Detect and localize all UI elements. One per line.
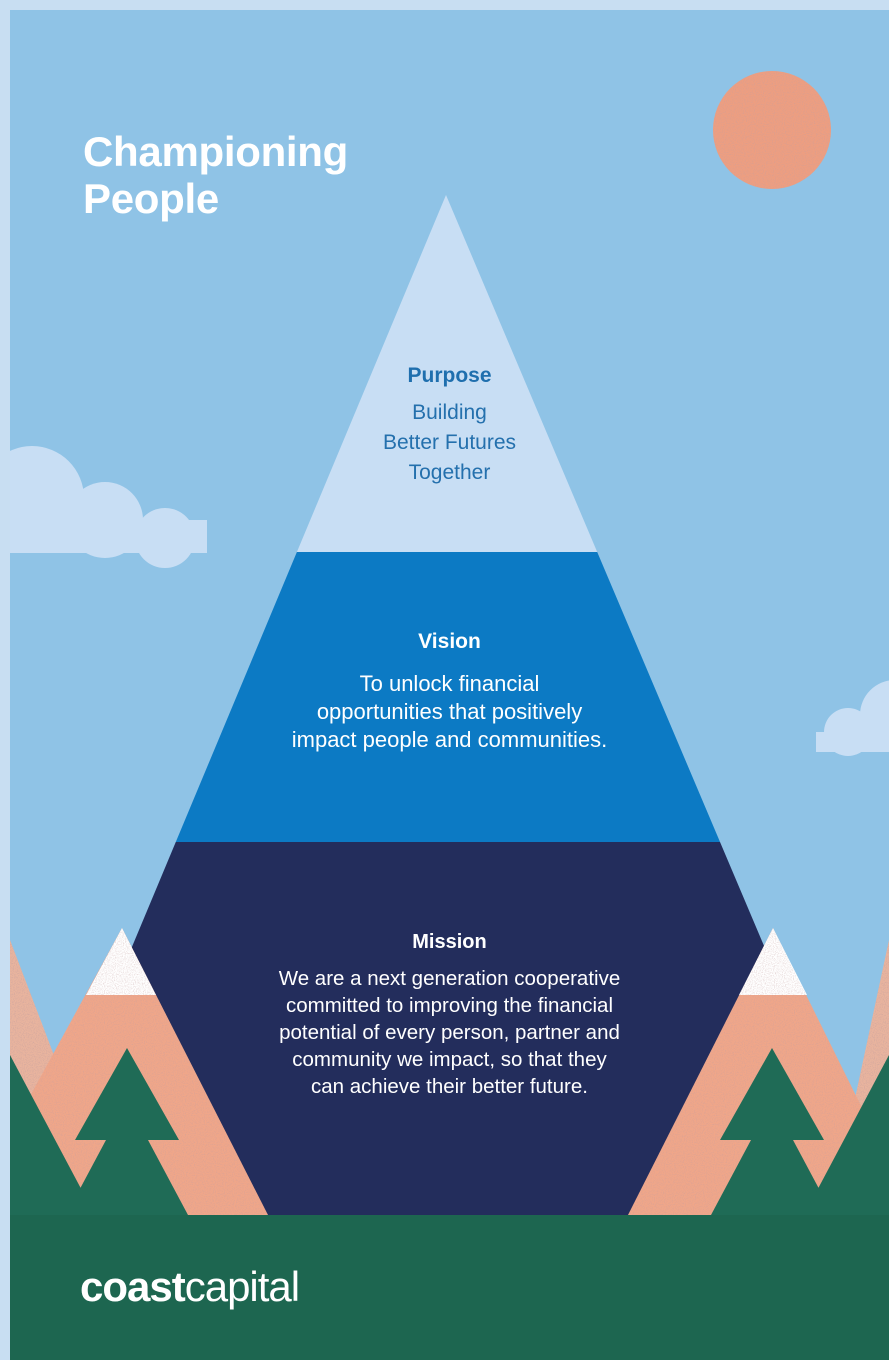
mission-line: We are a next generation cooperative (278, 967, 621, 990)
cloud-left-icon (10, 446, 207, 568)
vision-line: opportunities that positively (316, 699, 583, 724)
left-hill (10, 1055, 95, 1215)
vision-line: To unlock financial (359, 671, 540, 696)
coast-capital-logo: coastcapital (80, 1262, 300, 1312)
purpose-line: Building (412, 401, 487, 424)
logo-word-bold: coast (80, 1263, 186, 1310)
mission-heading: Mission (412, 931, 487, 953)
ground (10, 1215, 889, 1360)
mission-line: committed to improving the financial (285, 994, 613, 1017)
title-line-2: People (83, 175, 219, 222)
poster: Championing People Purpose Building Bett… (10, 10, 889, 1360)
right-mountain (628, 928, 889, 1215)
purpose-section: Purpose Building Better Futures Together (10, 362, 889, 488)
sun-icon (713, 71, 831, 189)
tree-left-icon (66, 1048, 188, 1215)
purpose-line: Better Futures (382, 431, 517, 454)
purpose-heading: Purpose (407, 364, 492, 387)
title-line-1: Championing (83, 128, 349, 175)
cloud-right-icon (816, 680, 889, 756)
mission-text: We are a next generation cooperative com… (10, 965, 889, 1100)
mission-line: community we impact, so that they (292, 1048, 607, 1071)
vision-heading: Vision (418, 630, 481, 653)
vision-line: impact people and communities. (291, 727, 608, 752)
mission-line: potential of every person, partner and (279, 1021, 620, 1044)
logo-word-light: capital (184, 1263, 300, 1310)
mission-line: can achieve their better future. (311, 1075, 588, 1098)
right-hill (804, 1055, 889, 1215)
vision-text: To unlock financial opportunities that p… (10, 670, 889, 754)
purpose-text: Building Better Futures Together (10, 398, 889, 488)
tree-right-icon (711, 1048, 833, 1215)
vision-section: Vision To unlock financial opportunities… (10, 628, 889, 754)
mission-section: Mission We are a next generation coopera… (10, 929, 889, 1100)
mountain-scene (10, 10, 889, 1360)
purpose-line: Together (408, 461, 491, 484)
poster-title: Championing People (83, 128, 348, 222)
